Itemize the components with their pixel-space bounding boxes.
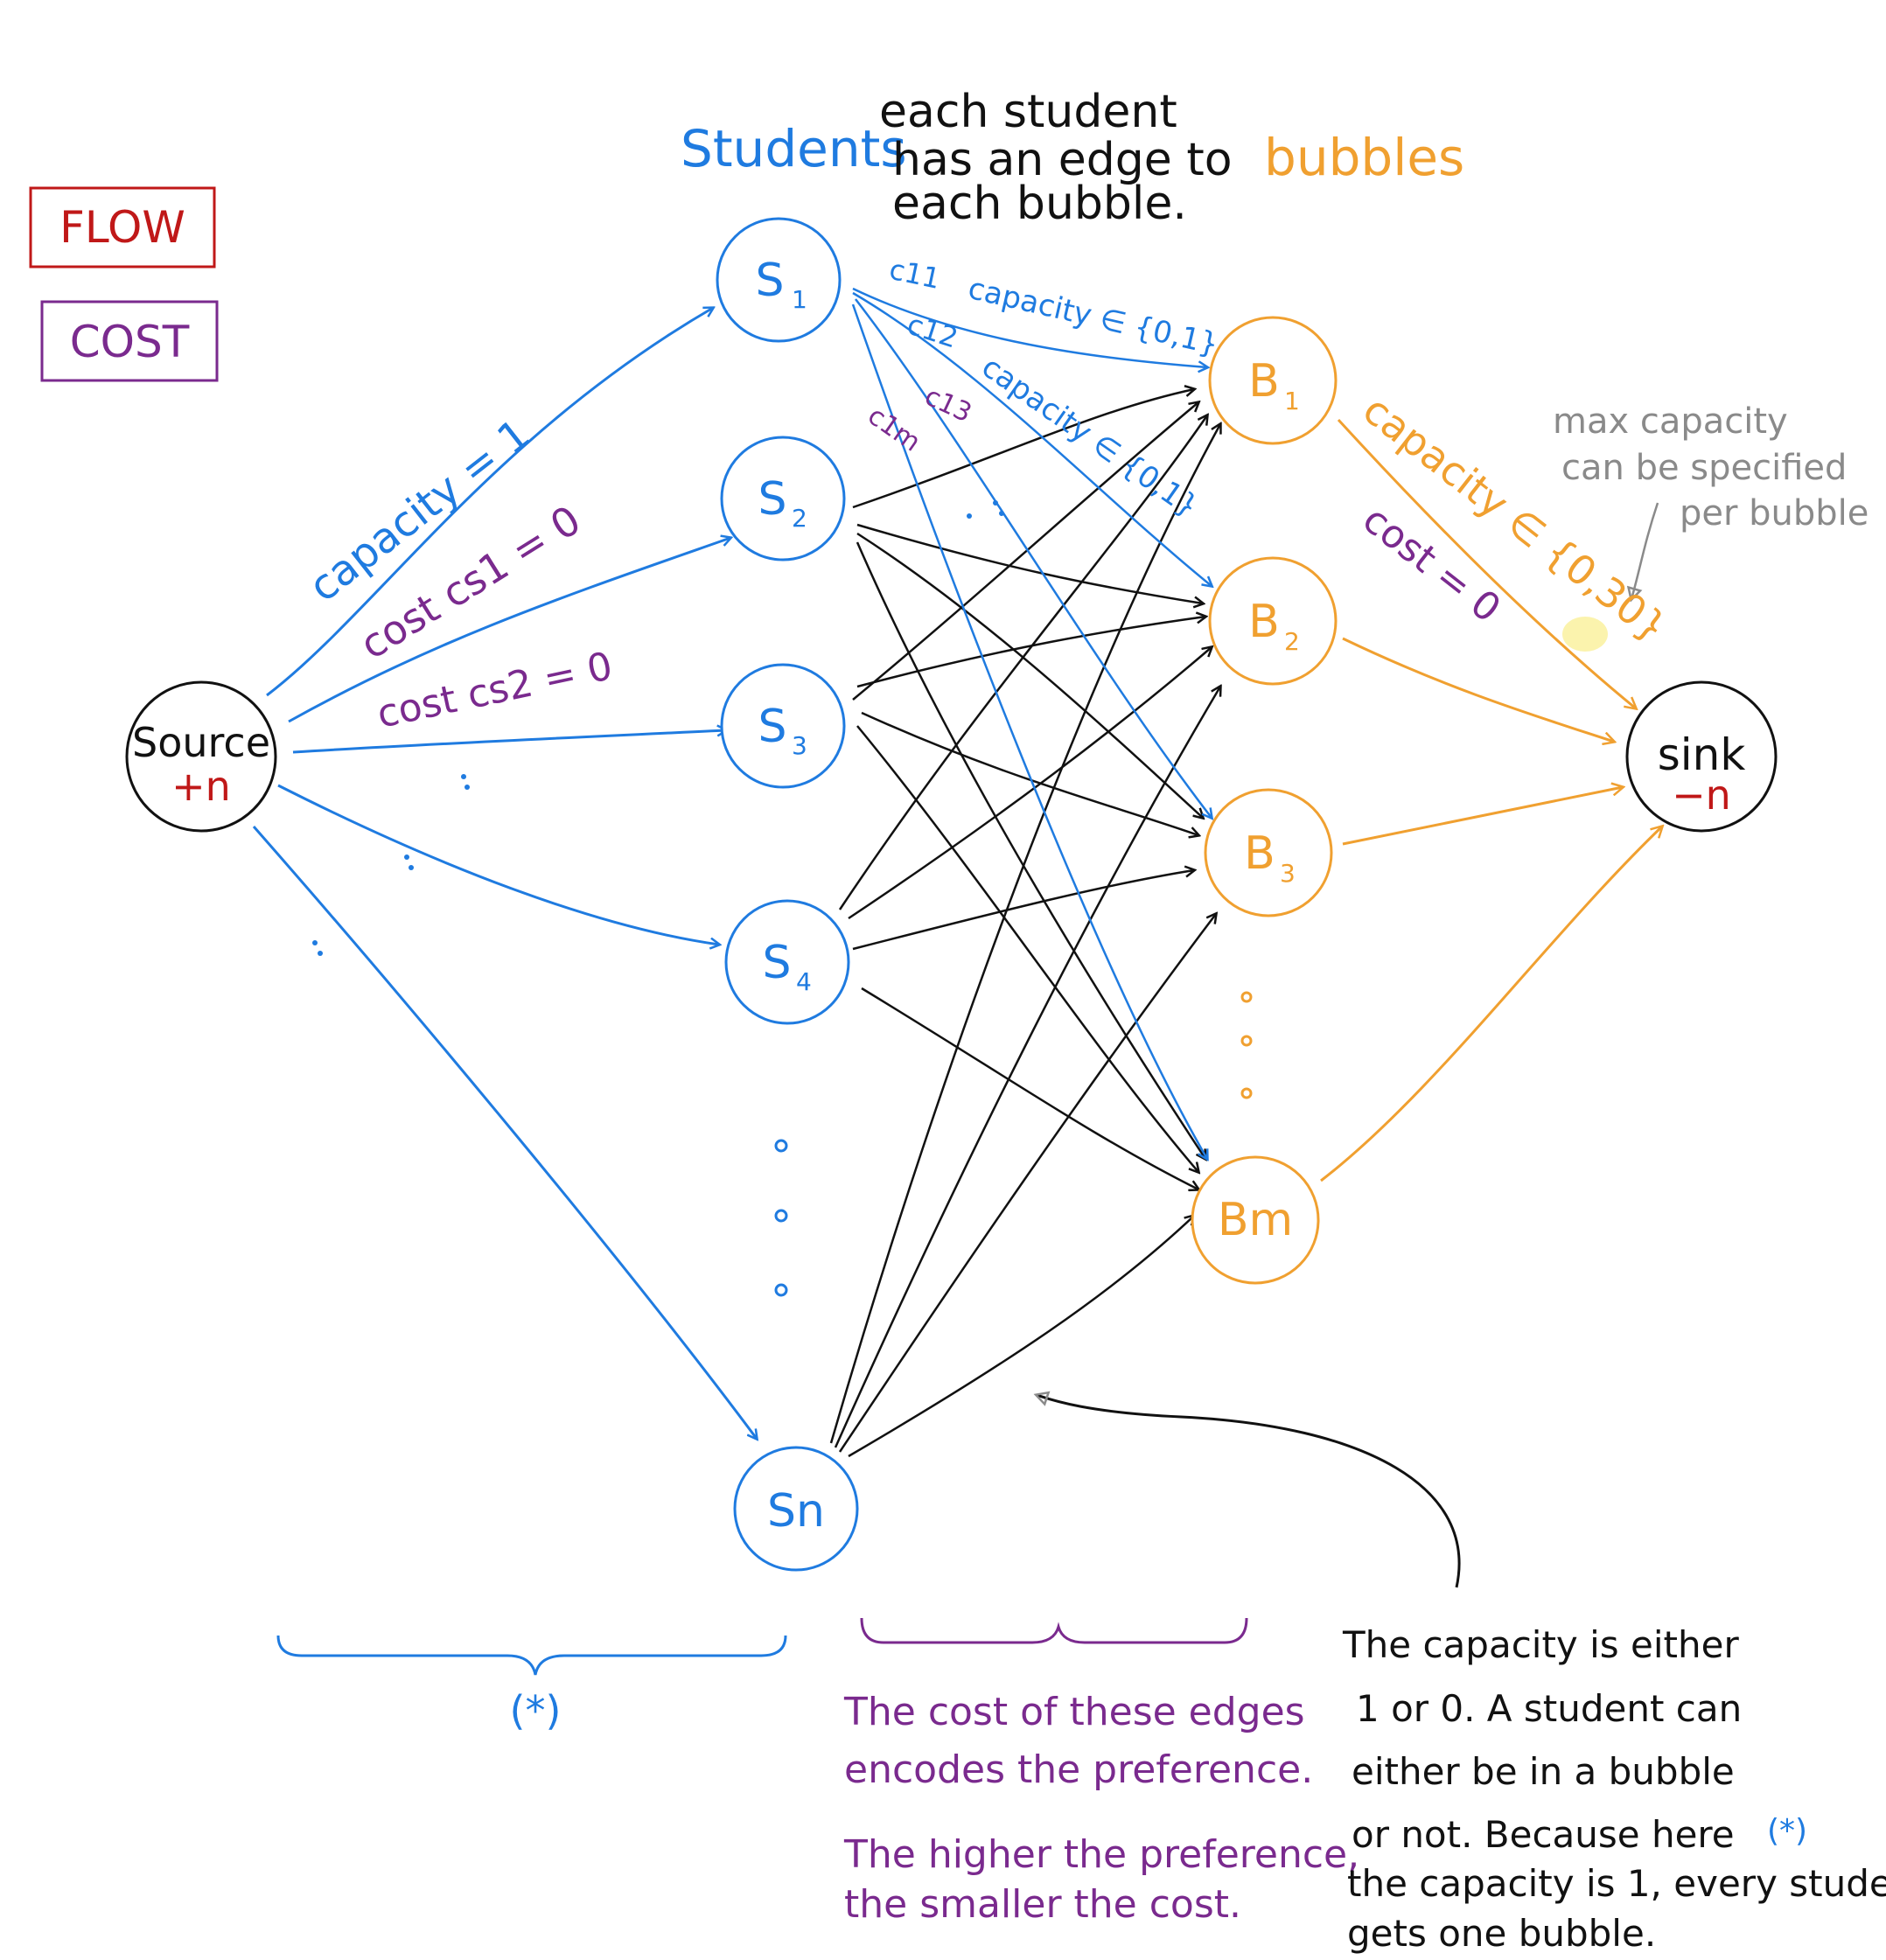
max-capacity-note-2: can be specified [1561, 448, 1847, 488]
student-sub-1: 1 [792, 285, 807, 314]
student-node-1 [716, 217, 842, 343]
higher-note-2: the smaller the cost. [844, 1882, 1241, 1927]
edge-source-s2 [288, 538, 730, 723]
star-brace [276, 1635, 787, 1676]
edge-note-line-3: each bubble. [892, 178, 1187, 230]
bubble-sub-2: 2 [1284, 627, 1300, 656]
source-label: Source [132, 719, 270, 766]
source-edges [252, 308, 757, 1439]
student-node-4 [724, 899, 850, 1025]
sink-supply: −n [1672, 771, 1731, 819]
bubbles-header: bubbles [1264, 128, 1464, 187]
bubble-node-m [1191, 1155, 1320, 1285]
bubble-label-1: B [1248, 355, 1280, 408]
preference-note-2: encodes the preference. [844, 1747, 1313, 1792]
bubble-label-2: B [1248, 596, 1280, 648]
student-node-2 [720, 436, 846, 561]
bubble-node-3 [1204, 788, 1333, 917]
bubble-ellipsis [1240, 991, 1253, 1099]
edge-source-s4 [277, 784, 719, 945]
c12-label: c12 [904, 307, 962, 354]
legend-cost-box [40, 300, 219, 382]
edge-note-line-2: has an edge to [892, 134, 1233, 186]
s1-edge-ellipsis [967, 500, 1004, 519]
max-capacity-note-1: max capacity [1553, 401, 1788, 442]
students-header: Students [681, 119, 907, 178]
student-sub-2: 2 [792, 504, 807, 533]
student-ellipsis [774, 1139, 788, 1297]
bubble-sub-1: 1 [1284, 387, 1300, 415]
c13-label: c13 [920, 381, 976, 429]
student-label-4: S [762, 937, 791, 989]
higher-note-1: The higher the preference, [843, 1832, 1359, 1877]
star-label: (*) [510, 1687, 562, 1734]
c11-label: c11 [886, 253, 943, 296]
capacity-note-2: 1 or 0. A student can [1356, 1687, 1742, 1730]
bubble-sub-3: 3 [1280, 859, 1296, 888]
student-label-n: Sn [767, 1485, 825, 1538]
source-supply: +n [171, 763, 231, 810]
student-sub-3: 3 [792, 731, 807, 760]
student-node-n [733, 1446, 859, 1572]
capacity-note: The capacity is either 1 or 0. A student… [1342, 1623, 1886, 1955]
student-sub-4: 4 [796, 967, 812, 996]
student-labels: S 1 S 2 S 3 S 4 Sn [755, 255, 824, 1538]
student-nodes [716, 217, 859, 1572]
legend-flow-label: FLOW [59, 202, 185, 253]
max-capacity-note-3: per bubble [1680, 493, 1869, 534]
edge-bm-sink [1320, 827, 1662, 1182]
bubble-node-1 [1208, 316, 1338, 445]
capacity-note-4: or not. Because here [1352, 1813, 1735, 1856]
sink-label: sink [1658, 729, 1746, 780]
student-label-1: S [755, 255, 784, 307]
preference-brace [860, 1617, 1248, 1644]
cap-student-2-label: capacity ∈ {0,1} [975, 350, 1205, 525]
bubble-label-m: Bm [1218, 1194, 1293, 1246]
edge-source-sn [252, 826, 757, 1439]
highlight-30 [1562, 617, 1608, 652]
s1-bubble-edges [851, 287, 1212, 1159]
source-node: Source +n [125, 680, 277, 833]
bubble-sink-edges [1320, 418, 1662, 1182]
bubble-nodes [1191, 316, 1338, 1285]
max-capacity-arrow [1631, 502, 1659, 599]
student-label-2: S [758, 473, 786, 526]
c1m-label: c1m [862, 401, 926, 458]
cost-s2-label: cost cs2 = 0 [374, 644, 617, 737]
capacity-note-5: the capacity is 1, every student [1347, 1862, 1886, 1905]
capacity-note-6: gets one bubble. [1347, 1912, 1656, 1955]
bubble-labels: B 1 B 2 B 3 Bm [1218, 355, 1300, 1246]
student-node-3 [720, 663, 846, 789]
source-edge-ellipsis [312, 774, 470, 956]
edge-b3-sink [1342, 787, 1623, 846]
edge-note-line-1: each student [879, 86, 1177, 138]
capacity-note-1: The capacity is either [1342, 1623, 1739, 1666]
preference-note-1: The cost of these edges [843, 1690, 1305, 1734]
legend: FLOW COST [29, 186, 219, 382]
student-label-3: S [758, 701, 786, 753]
legend-cost-label: COST [70, 317, 190, 367]
bubble-node-2 [1208, 556, 1338, 686]
edge-b1-sink [1337, 418, 1636, 708]
capacity-note-arrow [1037, 1395, 1461, 1588]
edge-source-s1 [266, 308, 713, 697]
edge-source-s3 [292, 730, 726, 754]
edge-b2-sink [1342, 637, 1614, 742]
cap-student-1-label: capacity ∈ {0,1} [965, 271, 1222, 363]
legend-flow-box [29, 186, 216, 269]
sink-node: sink −n [1625, 680, 1778, 833]
capacity-note-3: either be in a bubble [1352, 1750, 1735, 1793]
student-bubble-edges [829, 389, 1220, 1458]
bubble-label-3: B [1244, 827, 1275, 880]
capacity-note-star: (*) [1767, 1813, 1807, 1849]
